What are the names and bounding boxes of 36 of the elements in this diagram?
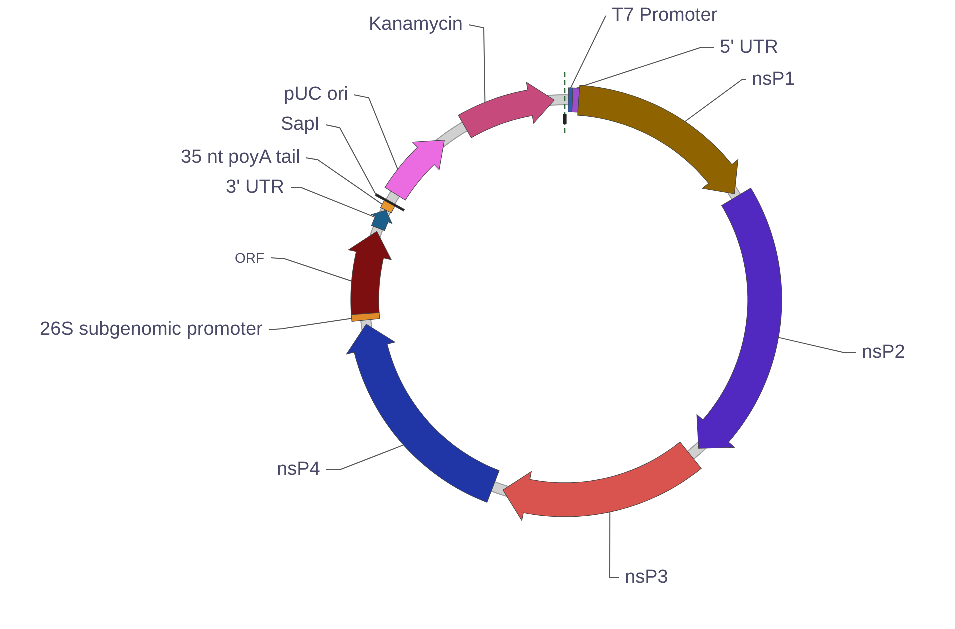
feature-marker [380, 200, 396, 214]
gene-segment [578, 85, 739, 194]
feature-label: T7 Promoter [612, 6, 718, 26]
feature-label: nsP4 [277, 460, 320, 480]
feature-label: SapI [281, 114, 320, 136]
leader-line [268, 318, 352, 330]
leader-line [684, 80, 746, 122]
gene-segment [346, 324, 500, 503]
leader-line [270, 258, 352, 282]
leader-line [570, 16, 606, 89]
feature-label: nsP2 [862, 342, 906, 364]
leader-line [576, 48, 714, 89]
leader-line [468, 24, 486, 103]
leader-line [290, 188, 376, 218]
feature-label: Kanamycin [369, 14, 463, 36]
gene-segment [696, 188, 782, 449]
leader-line [778, 337, 856, 354]
leader-line [326, 444, 404, 470]
leader-line [354, 94, 398, 170]
feature-label: nsP3 [625, 568, 668, 588]
feature-label: ORF [235, 250, 265, 266]
gene-segment [384, 140, 445, 201]
feature-label: 5' UTR [720, 38, 779, 58]
gene-segment [458, 82, 555, 138]
gene-segment [502, 442, 702, 522]
feature-label: nsP1 [752, 70, 796, 90]
leader-line [326, 124, 377, 196]
feature-label: 3' UTR [226, 178, 285, 198]
gene-segment [370, 210, 393, 232]
feature-marker [375, 194, 406, 212]
feature-label: pUC ori [284, 84, 348, 106]
gene-segment [348, 231, 392, 316]
feature-label: 26S subgenomic promoter [40, 320, 263, 340]
leader-line [306, 158, 383, 206]
leader-line [610, 512, 620, 578]
feature-label: 35 nt poyA tail [181, 148, 300, 168]
